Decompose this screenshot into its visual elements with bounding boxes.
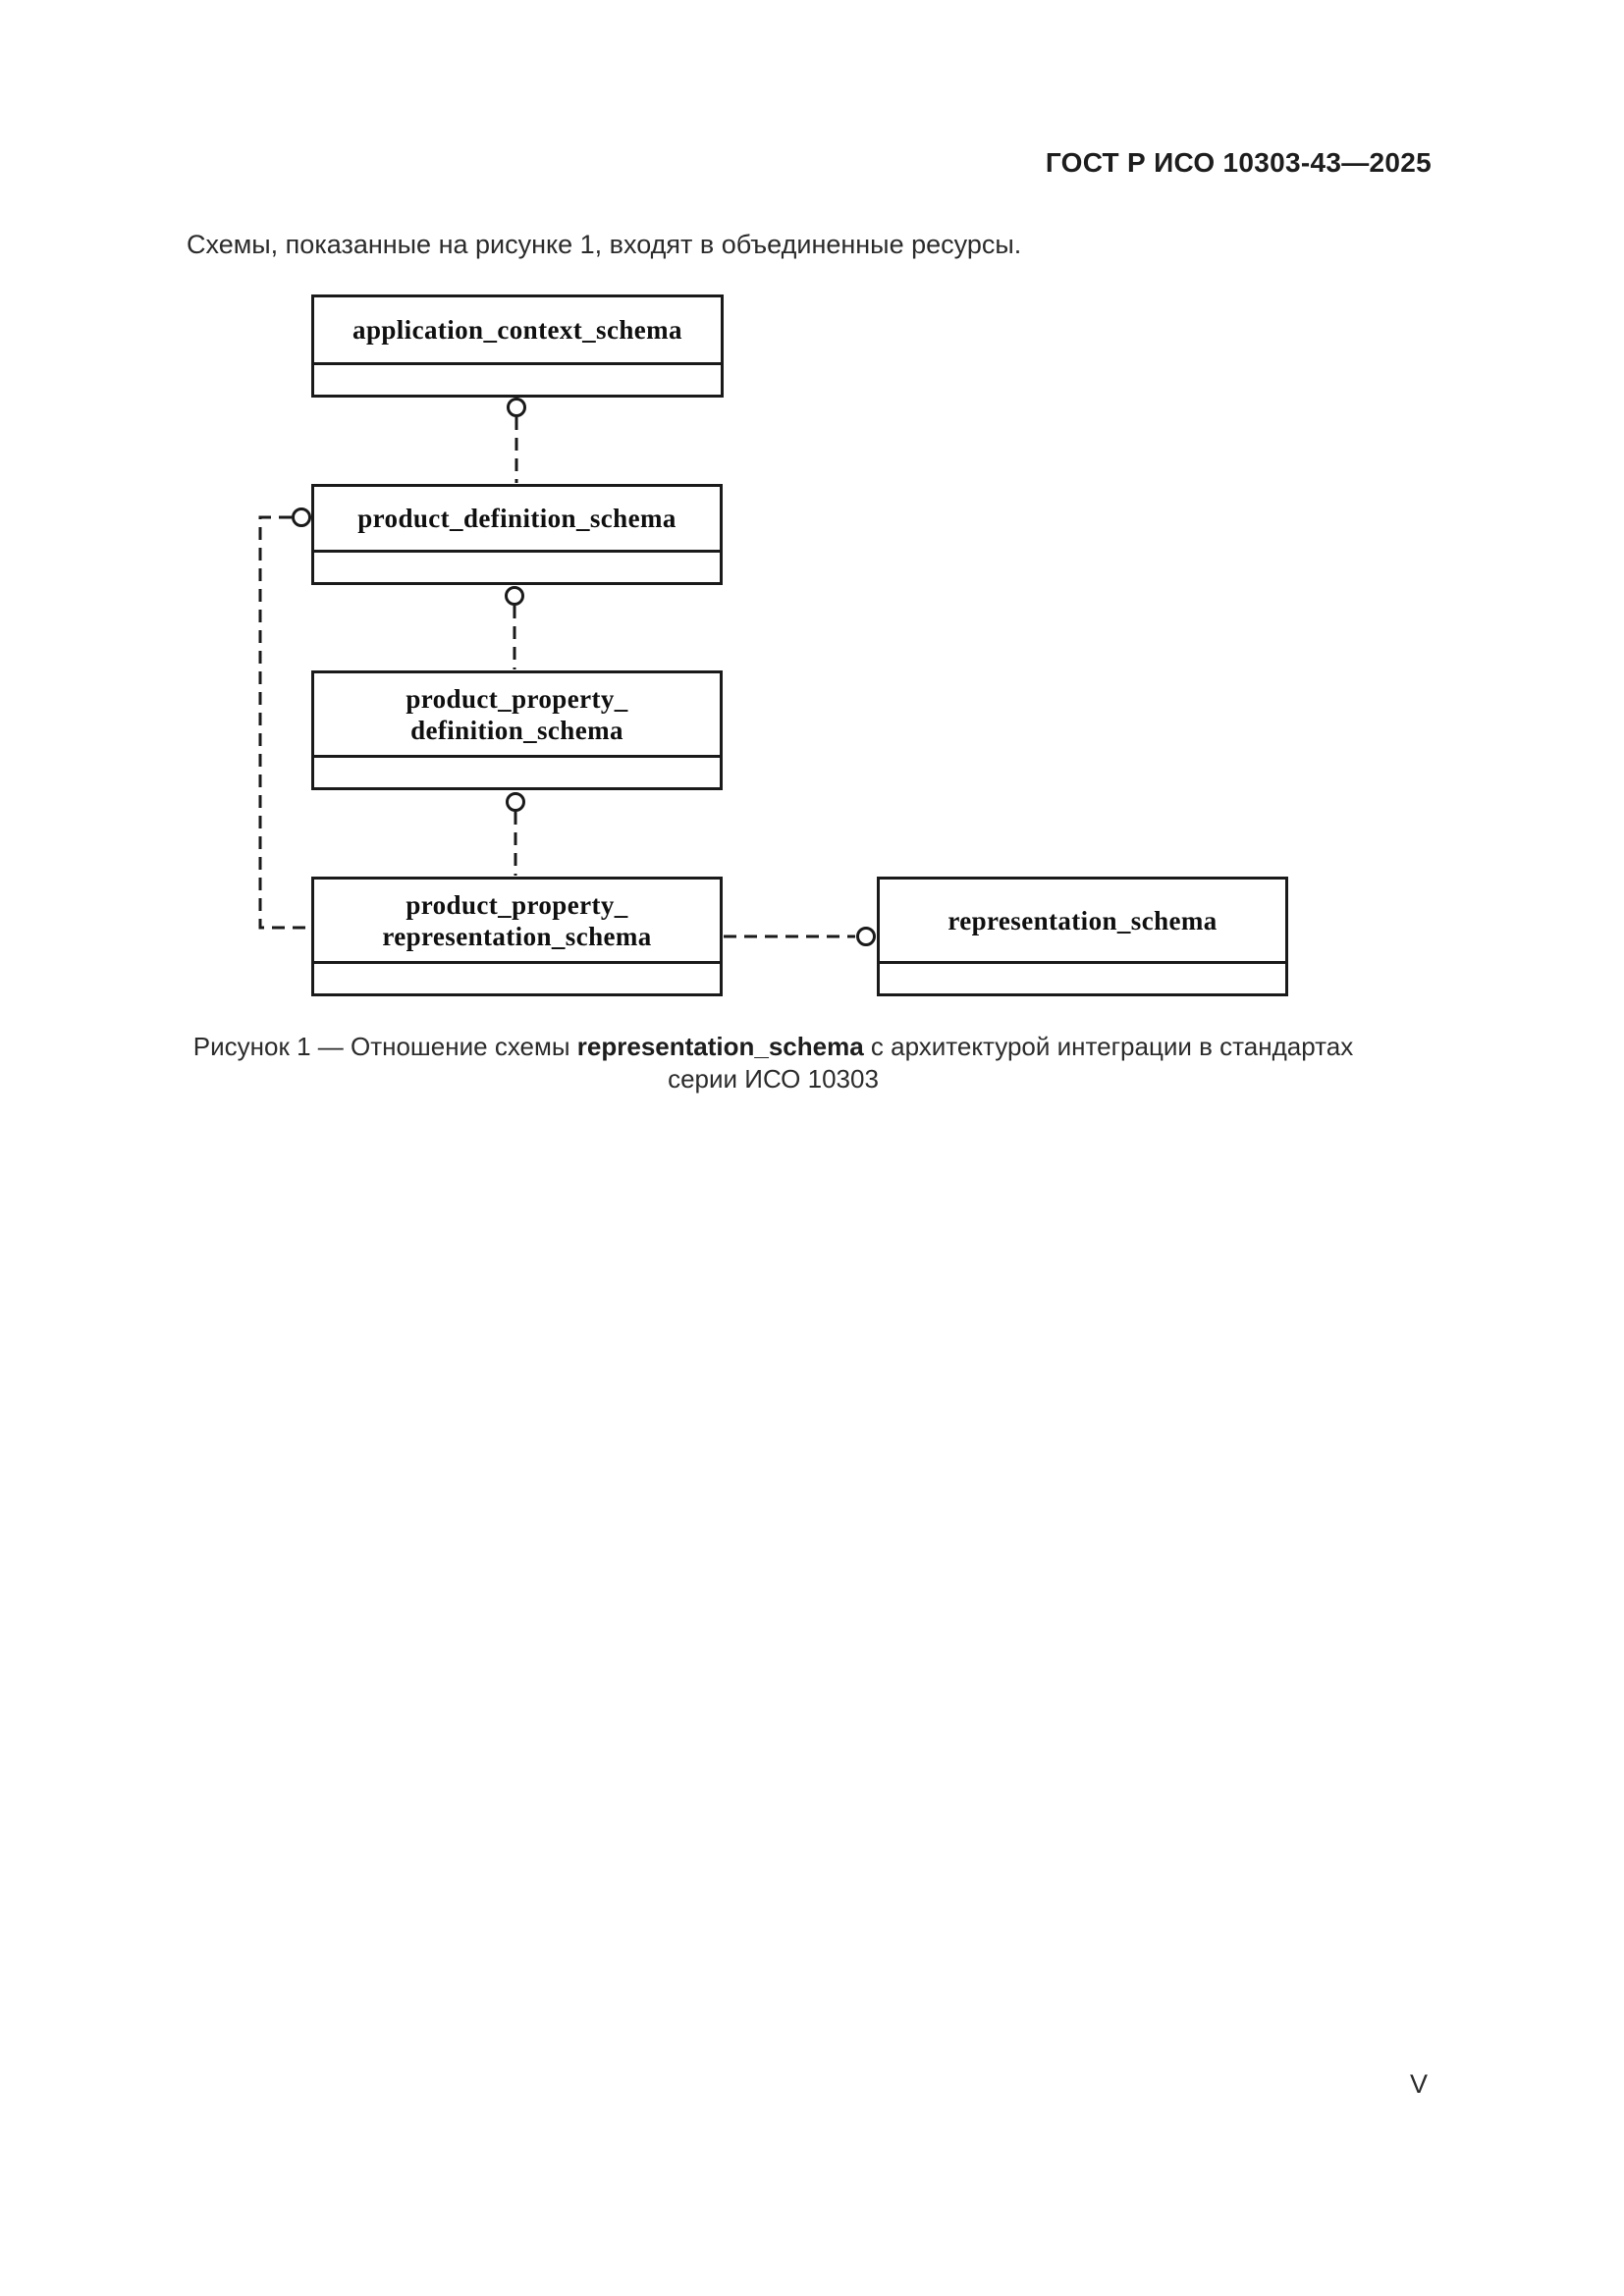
schema-box-footer	[314, 365, 721, 395]
schema-box-label-line: representation_schema	[382, 921, 652, 951]
caption-term: representation_schema	[576, 1032, 864, 1061]
reference-circle-left-of-box5	[856, 927, 876, 946]
schema-box-product-definition: product_definition_schema	[311, 484, 723, 585]
schema-box-title: product_property_ definition_schema	[314, 673, 720, 758]
schema-box-title: product_property_ representation_schema	[314, 880, 720, 964]
page-header: ГОСТ Р ИСО 10303-43—2025	[1045, 147, 1432, 178]
reference-circle-below-box3	[506, 792, 525, 812]
schema-box-footer	[314, 964, 720, 993]
caption-prefix: Рисунок 1 — Отношение схемы	[192, 1032, 577, 1061]
schema-box-footer	[880, 964, 1285, 993]
intro-paragraph: Схемы, показанные на рисунке 1, входят в…	[187, 230, 1022, 259]
schema-box-title: application_context_schema	[314, 297, 721, 365]
schema-box-product-property-definition: product_property_ definition_schema	[311, 670, 723, 790]
figure-caption-line1: Рисунок 1 — Отношение схемы representati…	[142, 1031, 1404, 1063]
schema-box-label-line: product_property_	[406, 889, 628, 920]
caption-suffix: с архитектурой интеграции в стандартах	[863, 1032, 1354, 1061]
figure-caption-line2: серии ИСО 10303	[668, 1064, 879, 1094]
schema-box-label-line: application_context_schema	[352, 315, 682, 345]
figure-1-diagram: application_context_schema product_defin…	[0, 0, 1624, 1109]
schema-box-label-line: product_definition_schema	[357, 504, 677, 533]
figure-caption: Рисунок 1 — Отношение схемы representati…	[142, 1031, 1404, 1095]
schema-box-label-line: product_property_	[406, 683, 628, 714]
page-number: V	[1410, 2069, 1429, 2099]
schema-box-label-line: representation_schema	[947, 905, 1218, 935]
schema-box-application-context: application_context_schema	[311, 294, 724, 398]
schema-box-representation: representation_schema	[877, 877, 1288, 996]
schema-box-title: representation_schema	[880, 880, 1285, 964]
schema-box-product-property-representation: product_property_ representation_schema	[311, 877, 723, 996]
reference-circle-below-box2	[505, 586, 524, 606]
schema-box-footer	[314, 758, 720, 787]
reference-circle-below-box1	[507, 398, 526, 417]
schema-box-label-line: definition_schema	[410, 715, 623, 745]
reference-circle-left-of-box2	[292, 507, 311, 527]
dashed-connector-box4-box2-elbow	[258, 515, 310, 930]
schema-box-title: product_definition_schema	[314, 487, 720, 553]
schema-box-footer	[314, 553, 720, 582]
